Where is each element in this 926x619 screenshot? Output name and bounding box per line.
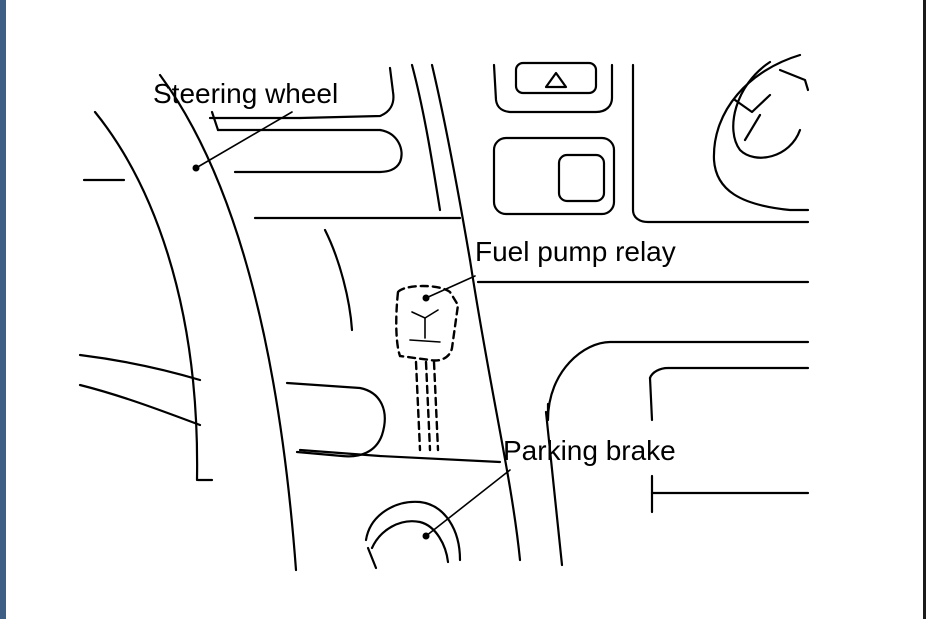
- steering-wheel-pointer: [192, 164, 200, 172]
- parking-brake-drawing: [364, 500, 462, 570]
- steering-wheel-drawing: [78, 73, 386, 572]
- instrument-hood-drawing: [208, 63, 472, 332]
- steering-wheel-label: Steering wheel: [153, 78, 338, 109]
- steering-wheel-leader: [195, 111, 293, 169]
- fuel-pump-relay-drawing: [395, 284, 460, 452]
- fuel-pump-relay-label: Fuel pump relay: [475, 236, 676, 267]
- fuel-pump-relay-leader: [425, 275, 476, 299]
- fuel-pump-relay-pointer: [422, 294, 430, 302]
- parking-brake-pointer: [422, 532, 430, 540]
- parking-brake-label: Parking brake: [503, 435, 676, 466]
- parking-brake-leader: [425, 469, 511, 537]
- center-panel-drawing: [298, 53, 810, 567]
- window-frame-right: [923, 0, 926, 619]
- window-frame-left: [0, 0, 6, 619]
